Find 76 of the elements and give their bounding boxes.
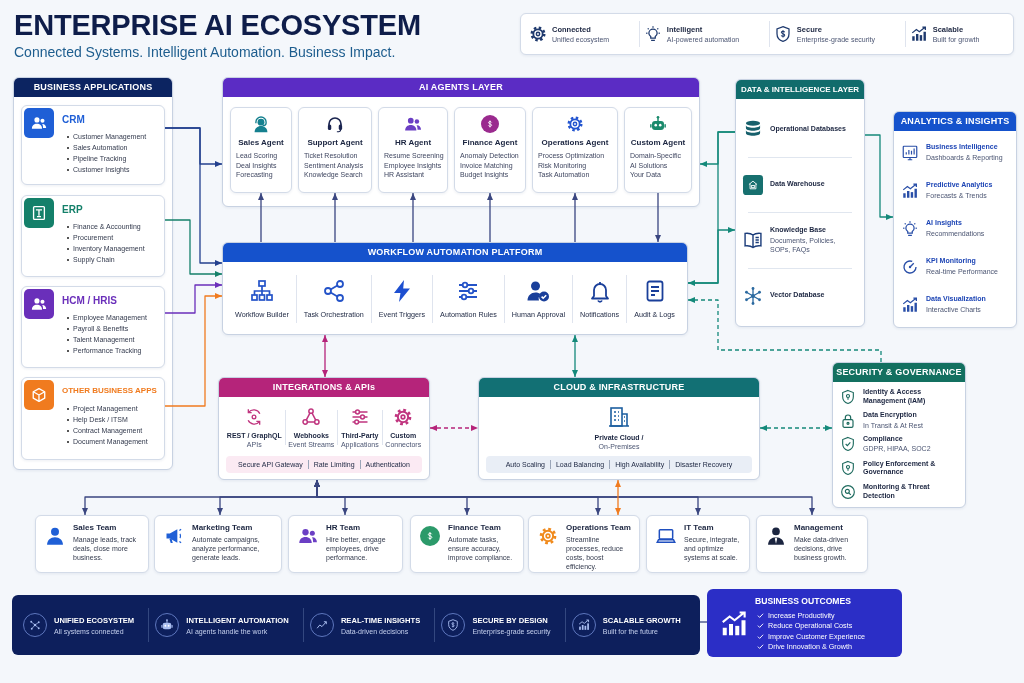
- panel: [222, 242, 688, 335]
- agent-name: Operations Agent: [541, 138, 609, 147]
- panel-header: BUSINESS APPLICATIONS: [14, 78, 172, 97]
- team-card: [35, 515, 149, 573]
- banner: [12, 595, 700, 655]
- team-card: [154, 515, 282, 573]
- agent-name: Custom Agent: [630, 138, 686, 147]
- subtitle: Connected Systems. Intelligent Automation. Business Impact.: [14, 44, 396, 60]
- team-card: [528, 515, 640, 573]
- panel: [478, 377, 760, 480]
- arrow: [487, 192, 493, 243]
- app-card: [21, 377, 165, 460]
- arrow: [164, 293, 223, 407]
- panel: [832, 362, 966, 508]
- arrow: [314, 479, 815, 516]
- arrow: [615, 479, 621, 516]
- panel: [893, 111, 1017, 328]
- team-card: [410, 515, 524, 573]
- outcome-panel: [707, 589, 902, 657]
- arrow: [164, 127, 223, 266]
- agent-card: [532, 107, 618, 193]
- arrow: [864, 134, 894, 220]
- team-name: Management: [794, 523, 843, 532]
- team-name: HR Team: [326, 523, 361, 532]
- arrow: [258, 192, 264, 243]
- agent-name: Finance Agent: [462, 138, 518, 147]
- team-name: Sales Team: [73, 523, 117, 532]
- team-name: Marketing Team: [192, 523, 253, 532]
- arrow: [687, 227, 736, 284]
- agent-card: [454, 107, 526, 193]
- dashed-arrow: [429, 425, 479, 431]
- card-title: HCM / HRIS: [62, 295, 117, 306]
- arrow: [164, 219, 223, 277]
- team-card: [288, 515, 403, 573]
- agent-card: [624, 107, 692, 193]
- card-title: OTHER BUSINESS APPS: [62, 386, 157, 395]
- panel-header: AI AGENTS LAYER: [223, 78, 699, 97]
- panel: [222, 77, 700, 207]
- arrow: [164, 282, 223, 314]
- card-title: CRM: [62, 114, 85, 125]
- app-card: [21, 286, 165, 368]
- title: ENTERPRISE AI ECOSYSTEM: [14, 8, 421, 42]
- agent-name: Sales Agent: [238, 138, 284, 147]
- panel-header: DATA & INTELLIGENCE LAYER: [736, 80, 864, 99]
- panel: [13, 77, 173, 470]
- agent-card: [230, 107, 292, 193]
- feature-bar: [520, 13, 1014, 55]
- agent-card: [298, 107, 372, 193]
- panel-header: WORKFLOW AUTOMATION PLATFORM: [223, 243, 687, 262]
- agent-card: [378, 107, 448, 193]
- panel-header: CLOUD & INFRASTRUCTURE: [479, 378, 759, 397]
- dashed-arrow: [759, 425, 833, 431]
- panel: [735, 79, 865, 327]
- agent-name: HR Agent: [394, 138, 432, 147]
- panel-header: SECURITY & GOVERNANCE: [833, 363, 965, 382]
- panel-header: INTEGRATIONS & APIs: [219, 378, 429, 397]
- outcome-heading: BUSINESS OUTCOMES: [755, 596, 851, 606]
- team-name: Finance Team: [448, 523, 501, 532]
- connector-line: [699, 621, 708, 623]
- team-card: [646, 515, 750, 573]
- panel: [218, 377, 430, 480]
- team-name: IT Team: [684, 523, 714, 532]
- team-name: Operations Team: [566, 523, 631, 532]
- arrow: [332, 192, 338, 243]
- arrow: [572, 192, 578, 243]
- arrow: [655, 192, 661, 243]
- dashed-arrow: [687, 297, 882, 363]
- card-title: ERP: [62, 204, 83, 215]
- team-card: [756, 515, 868, 573]
- arrow: [572, 334, 578, 378]
- panel-header: ANALYTICS & INSIGHTS: [894, 112, 1016, 131]
- app-card: [21, 105, 165, 185]
- arrow: [322, 334, 328, 378]
- agent-name: Support Agent: [307, 138, 363, 147]
- app-card: [21, 195, 165, 277]
- arrow: [410, 192, 416, 243]
